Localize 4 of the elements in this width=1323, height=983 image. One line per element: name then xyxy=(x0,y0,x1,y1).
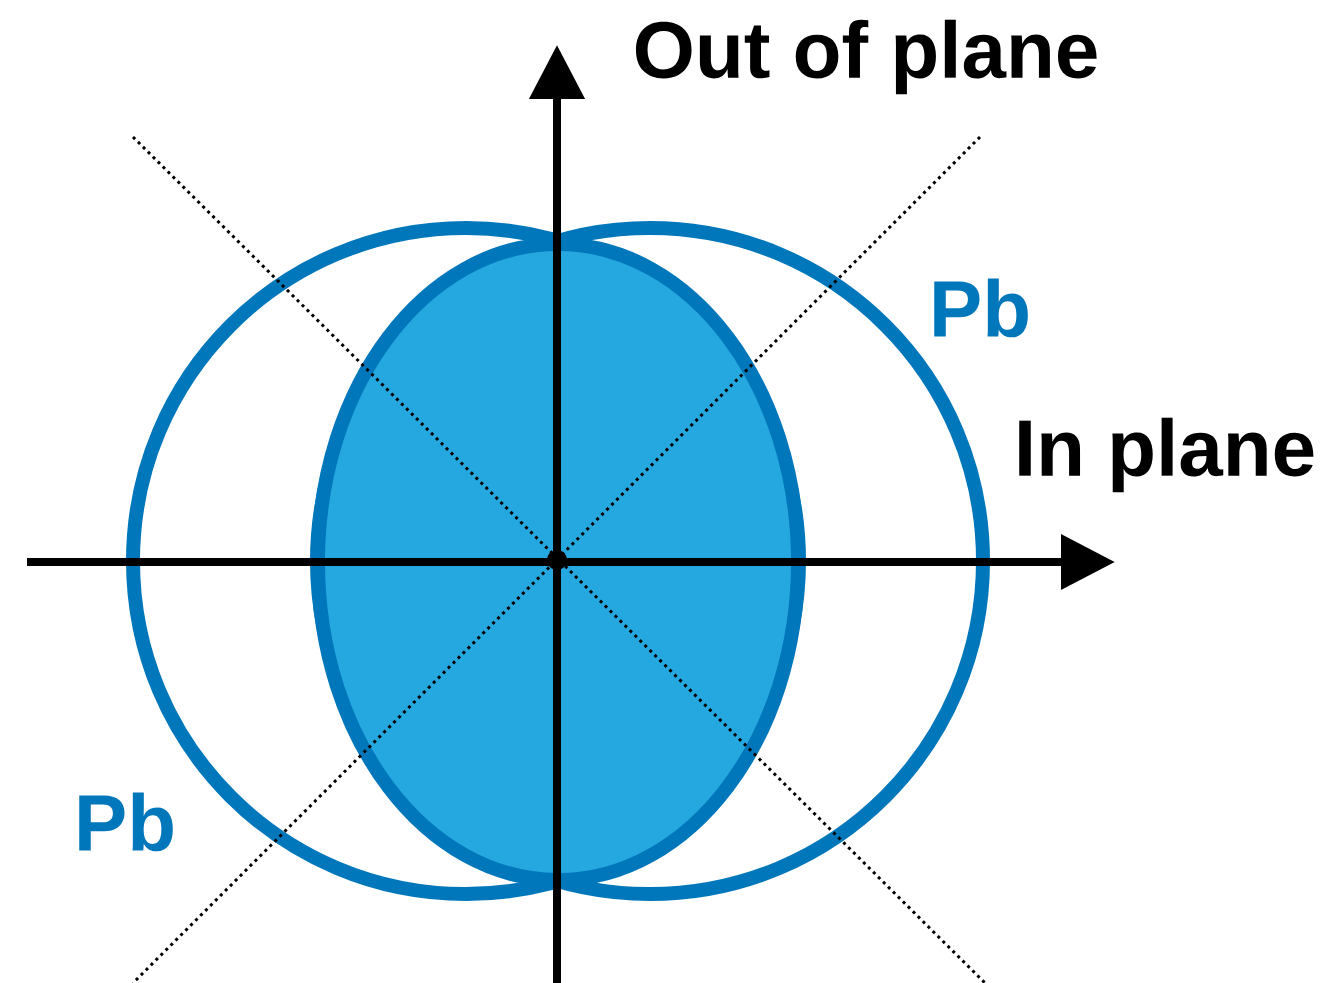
axis-label: In plane xyxy=(1019,417,1314,493)
axis-label: Out of plane xyxy=(636,19,1097,95)
element-label: Pb xyxy=(934,278,1028,338)
element-label: Pb xyxy=(79,792,173,852)
